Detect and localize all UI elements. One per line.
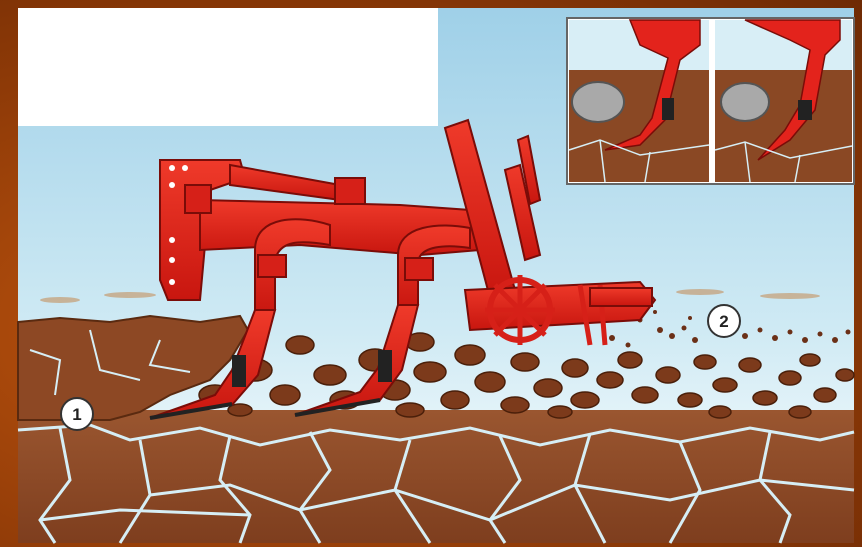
scene xyxy=(18,8,854,543)
inset-right xyxy=(715,20,852,182)
subsoil-layer xyxy=(18,410,854,543)
tine-shin-front xyxy=(232,355,246,387)
marker-1: 1 xyxy=(61,398,93,430)
inset-left xyxy=(569,20,709,182)
blank-panel xyxy=(18,8,438,126)
detail-inset xyxy=(567,18,854,184)
marker-2: 2 xyxy=(708,305,740,337)
tine-shin-rear xyxy=(378,350,392,382)
marker-1-label: 1 xyxy=(72,405,81,424)
marker-2-label: 2 xyxy=(719,312,728,331)
